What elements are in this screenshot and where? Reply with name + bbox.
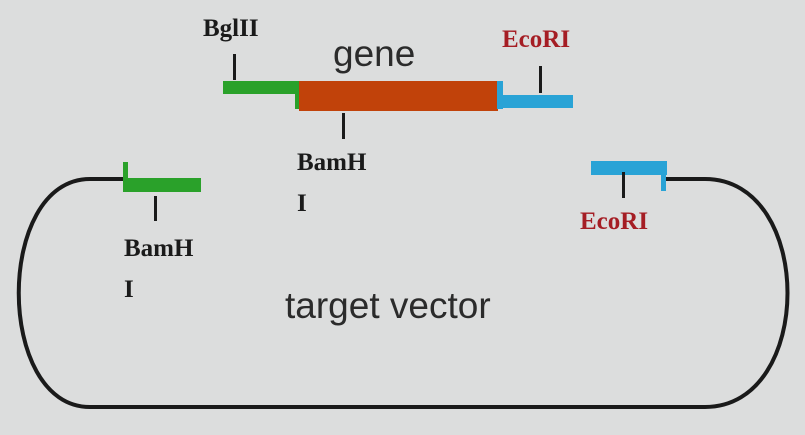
bamhi-insert-site-label-line2: I [297, 190, 307, 217]
vector-bamhi-sticky-end-step [123, 162, 128, 192]
ecori-insert-site-label: EcoRI [502, 26, 570, 53]
vector-bamhi-sticky-end [123, 178, 201, 192]
bamhi-insert-site-label-line1: BamH [297, 149, 367, 176]
bglii-sticky-end-step [295, 81, 301, 109]
ecori-vector-site-label: EcoRI [580, 208, 648, 235]
bamhi-insert-tick [342, 113, 345, 139]
bglii-site-label: BglII [203, 15, 259, 42]
vector-bamhi-tick [154, 196, 157, 221]
target-vector-outline [16, 177, 790, 409]
ecori-insert-tick [539, 66, 542, 93]
bglii-tick [233, 54, 236, 80]
vector-left-end [123, 162, 201, 221]
vector-right-end [591, 161, 667, 198]
vector-ecori-tick [622, 172, 625, 198]
vector-ecori-sticky-end-step [661, 161, 666, 191]
gene-segment [299, 81, 498, 111]
ecori-sticky-end-step [497, 81, 503, 109]
ecori-sticky-end [497, 95, 573, 108]
vector-ecori-sticky-end [591, 161, 667, 175]
gene-label: gene [333, 33, 415, 74]
gene-insert-fragment [223, 54, 573, 139]
bamhi-vector-site-label-line1: BamH [124, 235, 194, 262]
bamhi-vector-site-label-line2: I [124, 276, 134, 303]
bglii-sticky-end [223, 81, 300, 94]
target-vector-label: target vector [285, 285, 491, 326]
